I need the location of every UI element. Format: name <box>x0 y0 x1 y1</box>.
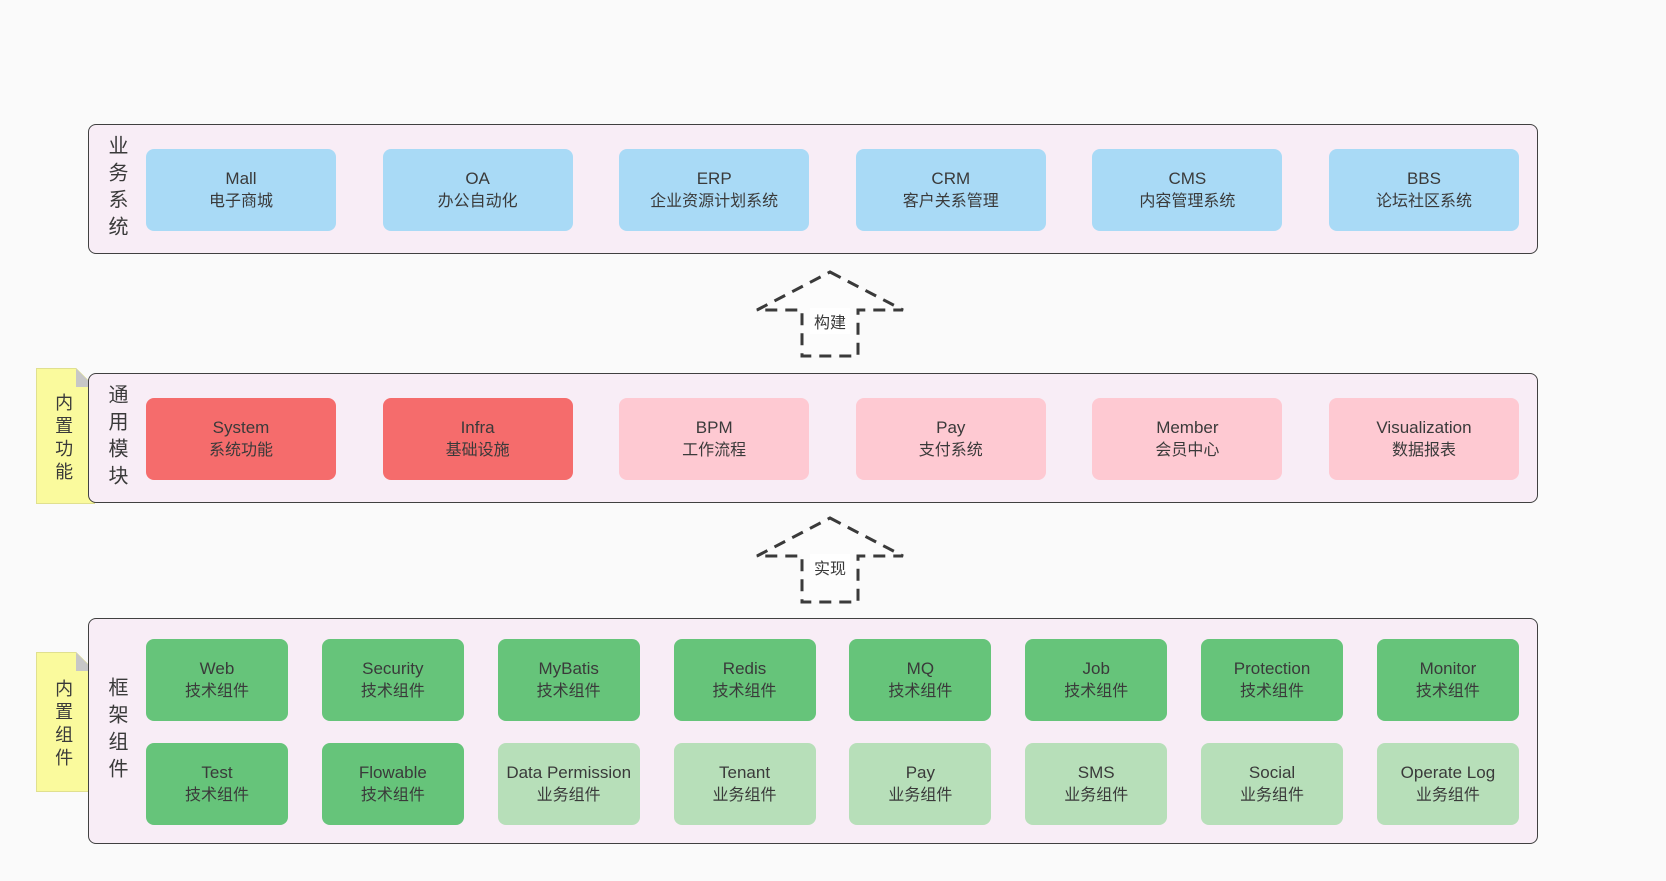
box-subtitle: 内容管理系统 <box>1139 193 1236 210</box>
layer-label: 框架组件 <box>105 677 127 785</box>
box-title: CRM <box>931 169 971 188</box>
box-subtitle: 系统功能 <box>208 442 273 459</box>
box-subtitle: 业务组件 <box>888 787 953 804</box>
box-subtitle: 技术组件 <box>360 787 425 804</box>
box-title: Redis <box>722 659 767 678</box>
arrow-label: 实现 <box>809 554 851 580</box>
box-web: Web 技术组件 <box>146 639 288 721</box>
box-subtitle: 技术组件 <box>888 683 953 700</box>
box-subtitle: 企业资源计划系统 <box>650 193 779 210</box>
box-sms: SMS 业务组件 <box>1025 743 1168 825</box>
box-title: Flowable <box>358 763 427 782</box>
tab-built-in-components: 内置组件 <box>36 652 95 792</box>
box-subtitle: 技术组件 <box>1240 683 1305 700</box>
box-visualization: Visualization 数据报表 <box>1328 398 1519 480</box>
box-title: Web <box>199 659 235 678</box>
box-pay-component: Pay 业务组件 <box>849 743 992 825</box>
box-subtitle: 技术组件 <box>360 683 425 700</box>
box-subtitle: 会员中心 <box>1155 442 1220 459</box>
box-title: Tenant <box>719 763 771 782</box>
arrow-implement: 实现 <box>755 516 905 604</box>
layer-business-systems: 业务系统 Mall 电子商城 OA 办公自动化 ERP 企业资源计划系统 CRM… <box>88 124 1538 254</box>
box-system: System 系统功能 <box>146 398 336 480</box>
box-infra: Infra 基础设施 <box>382 398 573 480</box>
tab-label: 内置组件 <box>53 678 74 771</box>
box-bbs: BBS 论坛社区系统 <box>1328 149 1519 231</box>
box-subtitle: 电子商城 <box>208 193 273 210</box>
box-title: BBS <box>1406 169 1441 188</box>
box-subtitle: 业务组件 <box>1064 787 1129 804</box>
box-title: Pay <box>936 418 966 437</box>
box-title: Job <box>1082 659 1110 678</box>
box-title: OA <box>465 169 490 188</box>
arrow-label: 构建 <box>809 308 851 334</box>
box-tenant: Tenant 业务组件 <box>673 743 816 825</box>
box-title: Security <box>362 659 424 678</box>
box-title: Operate Log <box>1400 763 1496 782</box>
box-subtitle: 工作流程 <box>682 442 747 459</box>
box-subtitle: 业务组件 <box>1415 787 1480 804</box>
box-title: Social <box>1248 763 1296 782</box>
box-subtitle: 技术组件 <box>184 683 249 700</box>
layer-label: 业务系统 <box>105 135 127 243</box>
box-security: Security 技术组件 <box>321 639 464 721</box>
box-member: Member 会员中心 <box>1092 398 1283 480</box>
box-subtitle: 论坛社区系统 <box>1375 193 1472 210</box>
box-operate-log: Operate Log 业务组件 <box>1376 743 1519 825</box>
layer-framework-components: 框架组件 Web 技术组件 Security 技术组件 MyBatis 技术组件… <box>88 618 1538 844</box>
box-job: Job 技术组件 <box>1025 639 1168 721</box>
box-title: Pay <box>905 763 936 782</box>
box-title: ERP <box>696 169 732 188</box>
box-oa: OA 办公自动化 <box>382 149 573 231</box>
box-subtitle: 数据报表 <box>1391 442 1456 459</box>
box-protection: Protection 技术组件 <box>1201 639 1344 721</box>
box-pay-module: Pay 支付系统 <box>855 398 1046 480</box>
box-mall: Mall 电子商城 <box>146 149 336 231</box>
box-title: Data Permission <box>506 763 632 782</box>
box-title: MyBatis <box>538 659 599 678</box>
box-subtitle: 技术组件 <box>536 683 601 700</box>
box-subtitle: 办公自动化 <box>437 193 518 210</box>
tab-built-in-features: 内置功能 <box>36 368 95 504</box>
box-erp: ERP 企业资源计划系统 <box>619 149 810 231</box>
box-title: BPM <box>695 418 733 437</box>
box-crm: CRM 客户关系管理 <box>855 149 1046 231</box>
box-title: Monitor <box>1419 659 1477 678</box>
box-title: SMS <box>1077 763 1115 782</box>
box-flowable: Flowable 技术组件 <box>321 743 464 825</box>
box-subtitle: 技术组件 <box>1064 683 1129 700</box>
box-monitor: Monitor 技术组件 <box>1376 639 1519 721</box>
box-title: Test <box>201 763 233 782</box>
box-subtitle: 技术组件 <box>184 787 249 804</box>
layer-common-modules: 通用模块 System 系统功能 Infra 基础设施 BPM 工作流程 Pay… <box>88 373 1538 503</box>
box-title: Mall <box>225 169 257 188</box>
box-data-permission: Data Permission 业务组件 <box>497 743 640 825</box>
box-title: MQ <box>906 659 935 678</box>
arrow-build: 构建 <box>755 270 905 358</box>
box-mq: MQ 技术组件 <box>849 639 992 721</box>
box-social: Social 业务组件 <box>1201 743 1344 825</box>
box-subtitle: 技术组件 <box>712 683 777 700</box>
box-cms: CMS 内容管理系统 <box>1092 149 1283 231</box>
box-subtitle: 业务组件 <box>536 787 601 804</box>
box-subtitle: 客户关系管理 <box>902 193 999 210</box>
box-subtitle: 支付系统 <box>918 442 983 459</box>
box-subtitle: 基础设施 <box>445 442 510 459</box>
tab-label: 内置功能 <box>53 392 74 485</box>
box-title: Protection <box>1233 659 1311 678</box>
box-title: CMS <box>1168 169 1207 188</box>
box-test: Test 技术组件 <box>146 743 288 825</box>
box-bpm: BPM 工作流程 <box>619 398 810 480</box>
box-subtitle: 业务组件 <box>712 787 777 804</box>
box-mybatis: MyBatis 技术组件 <box>497 639 640 721</box>
box-redis: Redis 技术组件 <box>673 639 816 721</box>
box-title: System <box>212 418 270 437</box>
box-title: Infra <box>460 418 495 437</box>
layer-label: 通用模块 <box>105 384 127 492</box>
box-title: Visualization <box>1376 418 1472 437</box>
box-subtitle: 业务组件 <box>1240 787 1305 804</box>
box-subtitle: 技术组件 <box>1415 683 1480 700</box>
box-title: Member <box>1156 418 1219 437</box>
